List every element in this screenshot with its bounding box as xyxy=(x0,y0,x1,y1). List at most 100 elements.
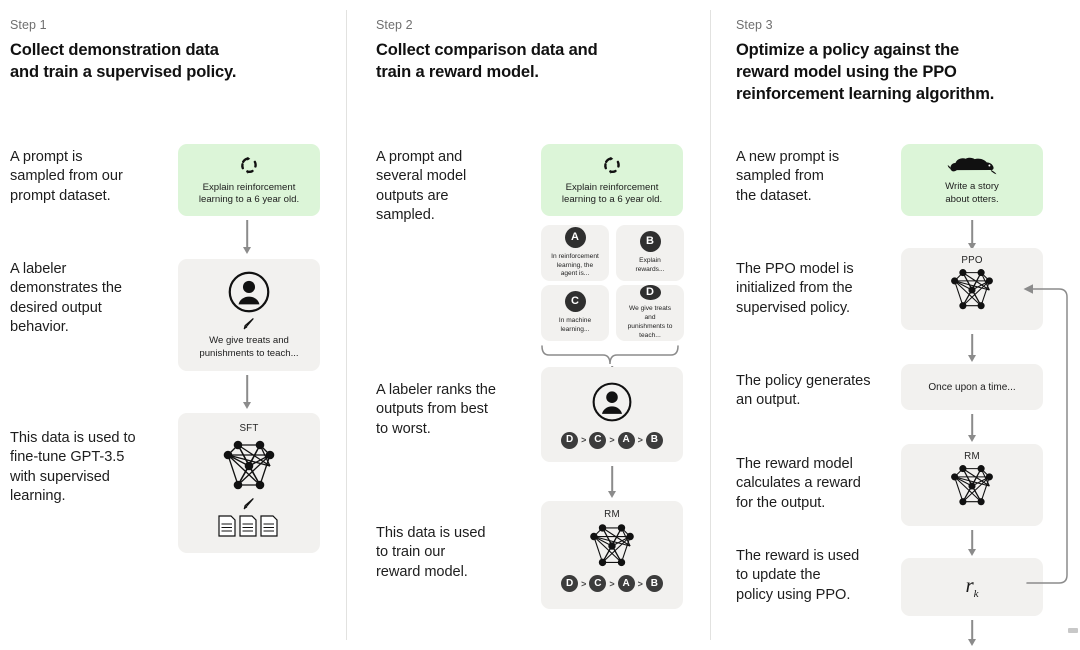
step-3-arrow-2 xyxy=(966,334,978,362)
rank-badge-2: C xyxy=(589,431,607,449)
step-3-arrow-1 xyxy=(966,220,978,250)
output-text-d: We give treats and punishments to teach.… xyxy=(627,305,673,340)
ppo-label: PPO xyxy=(961,255,983,266)
step-1-label: Step 1 xyxy=(10,18,47,32)
step-3-ppo-card[interactable]: PPO xyxy=(901,248,1043,330)
step-1-labeler-card[interactable]: We give treats and punishments to teach.… xyxy=(178,259,320,371)
output-letter-c: C xyxy=(564,291,586,313)
step-3-title: Optimize a policy against the reward mod… xyxy=(736,40,1080,106)
refresh-circle-icon xyxy=(601,154,623,176)
output-text-c: In machine learning... xyxy=(558,317,592,333)
output-letter-d: D xyxy=(639,285,661,301)
rm-rank-separator-1: > xyxy=(581,578,587,589)
step-1-prompt-card[interactable]: Explain reinforcement learning to a 6 ye… xyxy=(178,144,320,216)
column-divider-2 xyxy=(710,10,711,640)
otter-icon xyxy=(947,154,997,176)
rm-rank-badge-2: C xyxy=(589,575,607,592)
person-circle-icon xyxy=(591,381,633,423)
step-3-label: Step 3 xyxy=(736,18,773,32)
documents-icon xyxy=(217,514,281,538)
rm-label: RM xyxy=(604,509,620,520)
step-2-rm-card[interactable]: RM xyxy=(541,501,683,609)
outputs-brace xyxy=(539,344,689,376)
step-2-narrative-1: A prompt and several model outputs are s… xyxy=(376,149,467,224)
sft-label: SFT xyxy=(239,423,259,434)
step-3-title-line-1: Optimize a policy against the xyxy=(736,41,960,59)
ranking-row: D > C > A > B xyxy=(561,431,663,449)
step-3-reward-card[interactable]: rk xyxy=(901,558,1043,616)
neural-net-icon xyxy=(941,462,1003,510)
neural-net-icon xyxy=(579,521,645,571)
neural-net-icon xyxy=(214,437,284,495)
step-2-title-line-1: Collect comparison data and xyxy=(376,41,598,59)
output-text-b: Explain rewards... xyxy=(635,257,665,273)
reward-formula-sub: k xyxy=(973,588,979,601)
step-2-title: Collect comparison data and train a rewa… xyxy=(376,40,706,84)
step-3-output-card[interactable]: Once upon a time... xyxy=(901,364,1043,410)
step-2-label: Step 2 xyxy=(376,18,413,32)
neural-net-icon xyxy=(941,266,1003,314)
step-1-title: Collect demonstration data and train a s… xyxy=(10,40,330,84)
corner-mark xyxy=(1068,628,1078,633)
output-letter-b: B xyxy=(639,231,661,253)
step-2-narrative-2: A labeler ranks the outputs from best to… xyxy=(376,382,496,437)
output-text-a: In reinforcement learning, the agent is.… xyxy=(551,252,599,278)
step-3-rm-card[interactable]: RM xyxy=(901,444,1043,526)
step-1-title-line-2: and train a supervised policy. xyxy=(10,62,237,81)
refresh-circle-icon xyxy=(238,154,260,176)
step-3-title-line-3: reinforcement learning algorithm. xyxy=(736,84,995,103)
step-1-title-line-1: Collect demonstration data xyxy=(10,41,219,59)
output-card-c[interactable]: C In machine learning... xyxy=(541,285,609,341)
step-3-narrative-3: The policy generates an output. xyxy=(736,373,871,409)
step-3-title-line-2: reward model using the PPO xyxy=(736,62,957,81)
output-letter-a: A xyxy=(564,226,586,248)
feedback-loop-arrow xyxy=(1015,278,1077,590)
step-3-narrative-5: The reward is used to update the policy … xyxy=(736,548,860,603)
column-divider-1 xyxy=(346,10,347,640)
reward-formula-icon: rk xyxy=(965,573,978,600)
step-1-labeler-caption: We give treats and punishments to teach.… xyxy=(199,335,299,359)
step-1-column: Step 1 Collect demonstration data and tr… xyxy=(0,0,346,650)
step-3-column: Step 3 Optimize a policy against the rew… xyxy=(710,0,1080,650)
rm-rank-separator-3: > xyxy=(637,578,643,589)
pencil-icon xyxy=(241,496,257,512)
rank-separator-1: > xyxy=(581,435,587,445)
rank-separator-2: > xyxy=(609,435,615,445)
step-2-arrow-2 xyxy=(606,466,618,498)
step-2-column: Step 2 Collect comparison data and train… xyxy=(346,0,710,650)
step-2-prompt-caption: Explain reinforcement learning to a 6 ye… xyxy=(561,181,663,205)
step-2-prompt-card[interactable]: Explain reinforcement learning to a 6 ye… xyxy=(541,144,683,216)
reward-formula-base: r xyxy=(965,573,974,598)
step-1-narrative-3: This data is used to fine-tune GPT-3.5 w… xyxy=(10,430,136,505)
rank-separator-3: > xyxy=(637,435,643,445)
rank-badge-3: A xyxy=(617,431,635,449)
step-3-rm-label: RM xyxy=(964,451,980,462)
step-2-narrative-3: This data is used to train our reward mo… xyxy=(376,525,486,580)
output-card-a[interactable]: A In reinforcement learning, the agent i… xyxy=(541,225,609,281)
output-card-d[interactable]: D We give treats and punishments to teac… xyxy=(616,285,684,341)
rank-badge-4: B xyxy=(645,431,663,449)
person-circle-icon xyxy=(227,270,271,314)
rm-rank-badge-3: A xyxy=(617,575,635,592)
rm-rank-separator-2: > xyxy=(609,578,615,589)
rm-rank-badge-1: D xyxy=(561,575,579,592)
step-3-arrow-4 xyxy=(966,530,978,556)
pencil-icon xyxy=(241,316,257,332)
step-3-narrative-4: The reward model calculates a reward for… xyxy=(736,456,861,511)
rm-rank-badge-4: B xyxy=(645,575,663,592)
step-3-narrative-2: The PPO model is initialized from the su… xyxy=(736,261,854,316)
output-card-b[interactable]: B Explain rewards... xyxy=(616,225,684,281)
step-3-output-text: Once upon a time... xyxy=(928,381,1016,393)
step-3-arrow-5 xyxy=(966,620,978,646)
step-2-title-line-2: train a reward model. xyxy=(376,62,539,81)
step-1-narrative-2: A labeler demonstrates the desired outpu… xyxy=(10,261,122,336)
rm-ranking-row: D > C > A > B xyxy=(561,575,663,592)
step-3-prompt-card[interactable]: Write a story about otters. xyxy=(901,144,1043,216)
step-1-sft-card[interactable]: SFT xyxy=(178,413,320,553)
step-3-arrow-3 xyxy=(966,414,978,442)
step-1-narrative-1: A prompt is sampled from our prompt data… xyxy=(10,149,123,204)
step-3-narrative-1: A new prompt is sampled from the dataset… xyxy=(736,149,840,204)
step-1-prompt-caption: Explain reinforcement learning to a 6 ye… xyxy=(198,181,300,205)
step-2-ranking-card[interactable]: D > C > A > B xyxy=(541,367,683,462)
